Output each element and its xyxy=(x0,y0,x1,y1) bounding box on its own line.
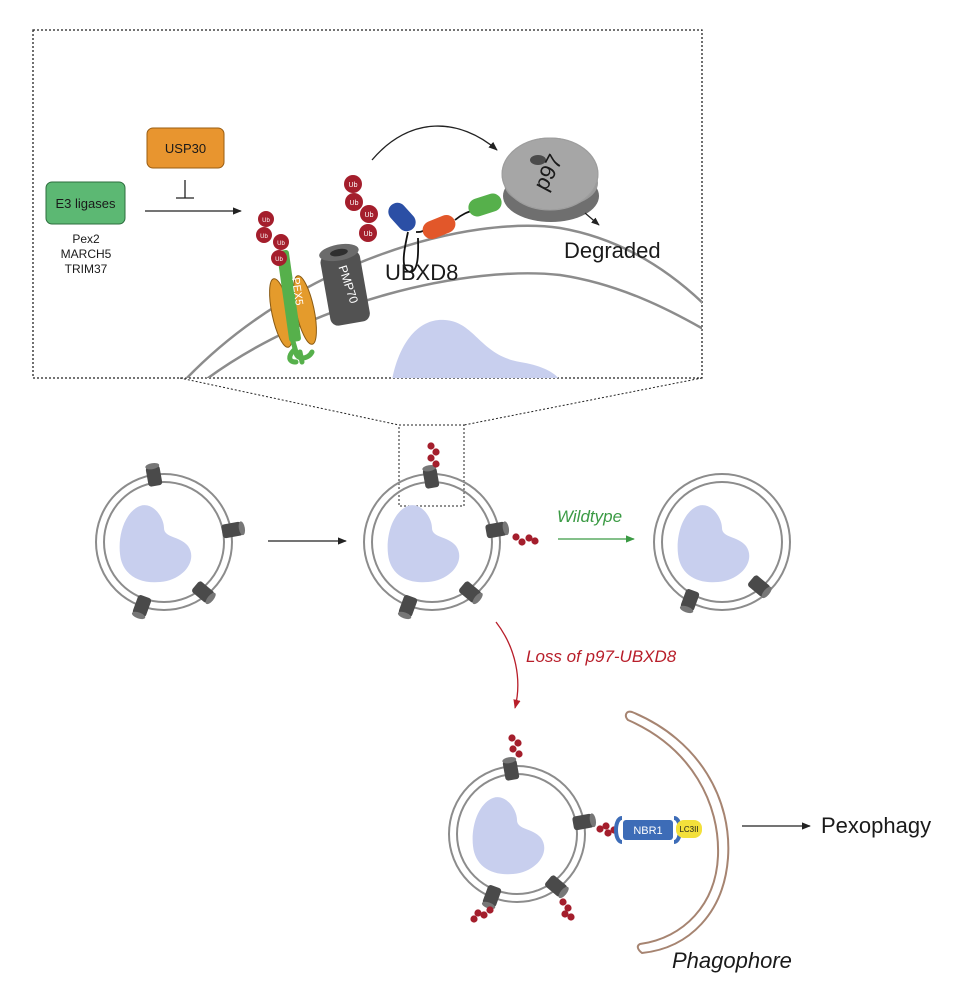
inset-panel: E3 ligases Pex2 MARCH5 TRIM37 USP30 PEX5… xyxy=(32,29,703,379)
ub-chain-4-bottom-left xyxy=(470,906,494,923)
e3-ligases-label: E3 ligases xyxy=(56,196,116,211)
pex5-ub-chain: Ub Ub Ub Ub xyxy=(256,211,289,266)
inset-border xyxy=(32,29,703,379)
peroxisome-lumen xyxy=(392,319,559,378)
peroxisome-initial xyxy=(95,461,247,621)
peroxisome-wildtype xyxy=(653,473,791,615)
pex5-protein: PEX5 xyxy=(277,250,315,365)
phagophore-label: Phagophore xyxy=(672,948,792,973)
nbr1-label: NBR1 xyxy=(633,825,662,837)
usp30-label: USP30 xyxy=(165,141,206,156)
peroxisome-ubiquitinated xyxy=(363,442,539,621)
lc3ii-marker xyxy=(676,820,702,838)
loss-arrow xyxy=(495,621,521,709)
pex5-ub-3: Ub xyxy=(277,241,285,247)
usp30-box xyxy=(146,127,225,169)
peroxisome-accumulated-ub xyxy=(448,734,618,923)
lc3ii-label: LC3II xyxy=(679,825,698,834)
ub-chain-right xyxy=(512,533,539,546)
pex5-label: PEX5 xyxy=(289,277,305,307)
ub-chain-4-bottom-right xyxy=(559,898,575,921)
pexophagy-label: Pexophagy xyxy=(821,813,931,838)
pex5-ub-4: Ub xyxy=(275,257,283,263)
pmp70-ub-1: Ub xyxy=(349,182,358,189)
e3-member-march5: MARCH5 xyxy=(61,247,112,261)
degraded-label: Degraded xyxy=(564,238,661,263)
pmp70-protein: PMP70 xyxy=(319,243,370,326)
pex5-ub-1: Ub xyxy=(262,218,270,224)
nbr1-adaptor: NBR1 xyxy=(614,816,682,844)
zoom-connector-right xyxy=(463,377,703,426)
e3-ligases-box xyxy=(45,181,126,225)
pmp70-ub-3: Ub xyxy=(365,212,374,219)
loss-label: Loss of p97-UBXD8 xyxy=(526,647,677,666)
e3-member-pex2: Pex2 xyxy=(72,232,100,246)
pmp70-ub-chain: Ub Ub Ub Ub xyxy=(344,175,378,242)
pmp70-ub-2: Ub xyxy=(350,200,359,207)
phagophore-membrane xyxy=(624,710,730,955)
extraction-arrow xyxy=(371,125,498,161)
degradation-arrow xyxy=(584,212,600,226)
wildtype-label: Wildtype xyxy=(557,507,622,526)
p97-complex: p97 xyxy=(501,137,599,222)
pex5-ub-2: Ub xyxy=(260,234,268,240)
e3-member-trim37: TRIM37 xyxy=(65,262,108,276)
pmp70-ub-4: Ub xyxy=(364,231,373,238)
ubxd8-protein xyxy=(388,193,502,273)
ub-chain-top xyxy=(427,442,440,468)
zoom-connector-left xyxy=(179,377,400,426)
ub-chain-4-top xyxy=(508,734,523,758)
ubxd8-label: UBXD8 xyxy=(385,260,458,285)
zoom-region-box xyxy=(398,424,465,507)
